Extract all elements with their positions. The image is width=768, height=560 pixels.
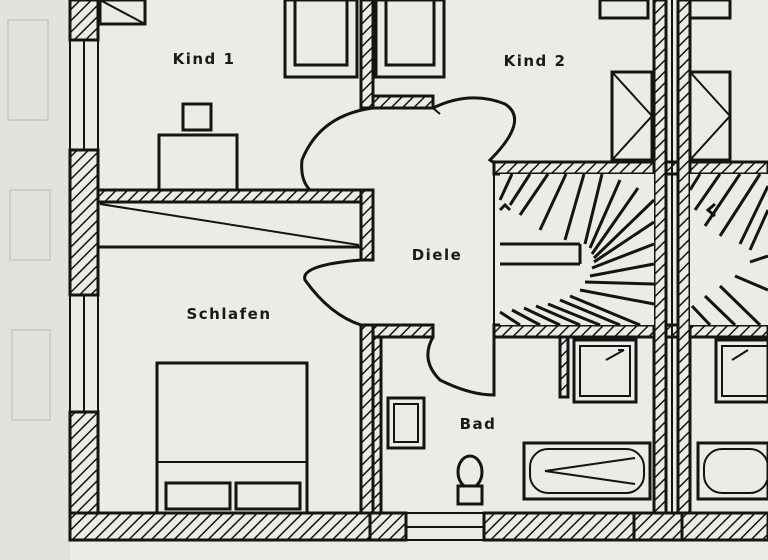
bathtub bbox=[522, 441, 652, 501]
desk-kind1 bbox=[157, 133, 239, 192]
kind2-furniture bbox=[283, 0, 732, 162]
room-label-kind2: Kind 2 bbox=[504, 52, 567, 70]
shower bbox=[572, 338, 638, 404]
chair-kind1 bbox=[181, 102, 213, 132]
staircase bbox=[498, 173, 768, 327]
door-swings bbox=[300, 96, 516, 397]
ghost-print bbox=[7, 19, 51, 421]
bathroom-fixtures bbox=[386, 338, 768, 506]
room-label-bad: Bad bbox=[460, 415, 497, 433]
kind1-furniture bbox=[98, 0, 239, 192]
room-label-kind1: Kind 1 bbox=[173, 50, 236, 68]
double-bed bbox=[155, 361, 309, 515]
toilet bbox=[456, 454, 484, 490]
room-label-schlafen: Schlafen bbox=[186, 305, 271, 323]
exterior-walls bbox=[68, 0, 768, 542]
room-label-diele: Diele bbox=[412, 246, 463, 264]
wardrobe bbox=[96, 200, 363, 249]
